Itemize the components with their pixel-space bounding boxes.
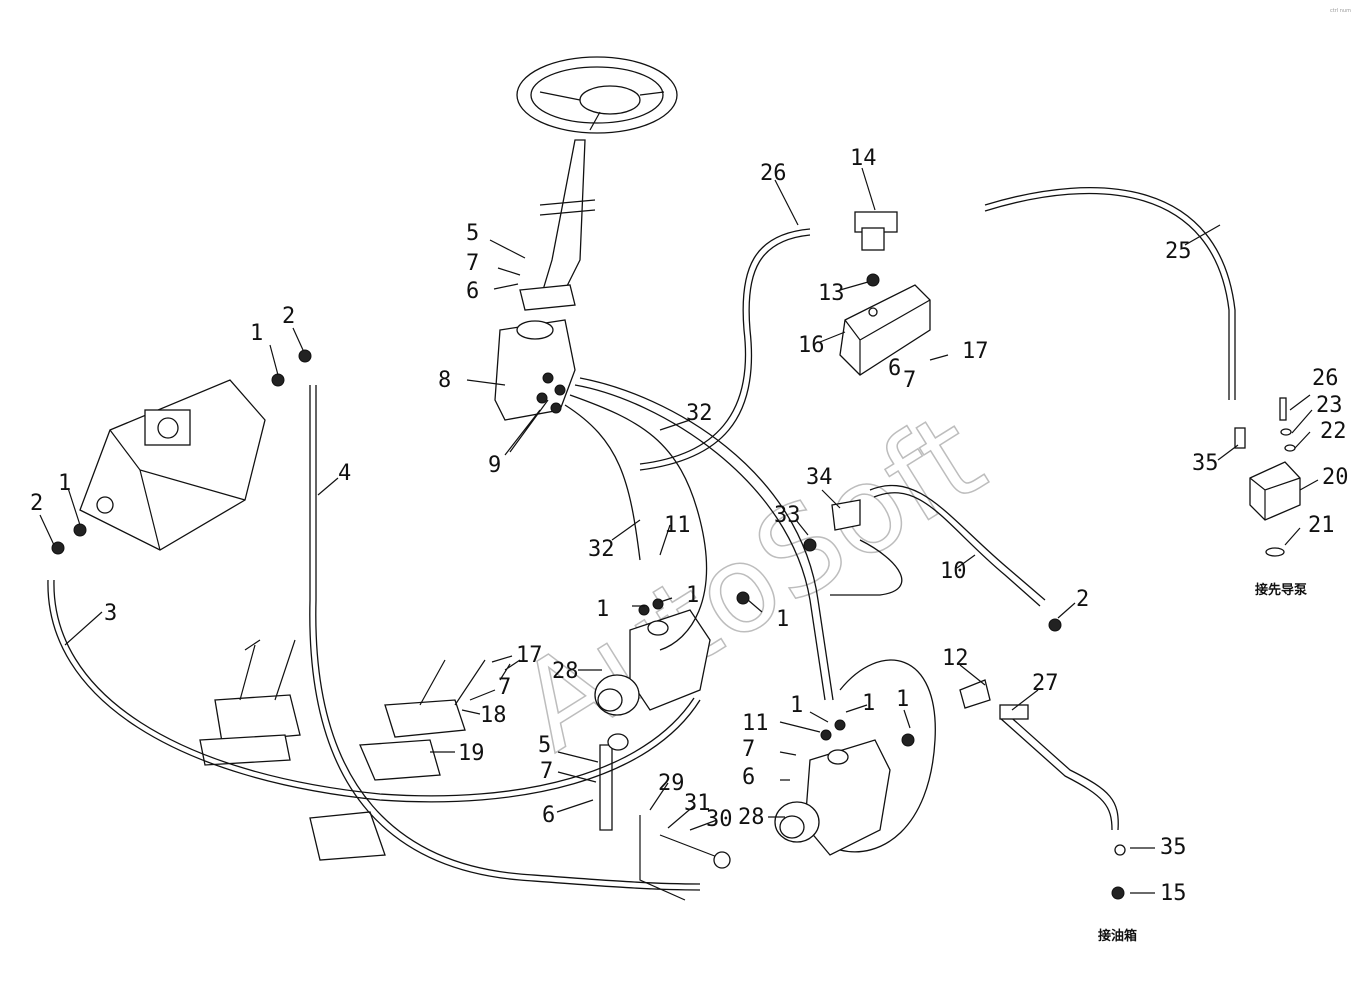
label-6-valve: 6 — [888, 356, 901, 381]
label-29: 29 — [658, 771, 685, 796]
note-oil-tank: 接油箱 — [1098, 928, 1137, 944]
label-32-lower: 32 — [588, 537, 615, 562]
label-7-lever: 7 — [540, 759, 553, 784]
label-21: 21 — [1308, 513, 1335, 538]
label-11-hose: 11 — [664, 513, 691, 538]
lever-29-30 — [599, 733, 731, 901]
label-2-right: 2 — [1076, 587, 1089, 612]
label-13: 13 — [818, 281, 845, 306]
label-26-top: 26 — [760, 161, 787, 186]
priority-valve-16 — [839, 284, 931, 376]
label-22: 22 — [1320, 419, 1347, 444]
steering-column — [519, 139, 596, 311]
tee-14 — [854, 211, 898, 287]
label-1-upper-left: 1 — [596, 597, 609, 622]
label-28-lower: 28 — [738, 805, 765, 830]
label-1-lower-right: 1 — [896, 687, 909, 712]
label-7-top: 7 — [466, 251, 479, 276]
note-pilot-pump: 接先导泵 — [1255, 582, 1307, 598]
label-1-lower-left: 1 — [790, 693, 803, 718]
label-25: 25 — [1165, 239, 1192, 264]
label-4: 4 — [338, 461, 351, 486]
pedal-left — [199, 639, 301, 766]
label-1-mid: 1 — [776, 607, 789, 632]
label-33: 33 — [774, 503, 801, 528]
label-17-right: 17 — [962, 339, 989, 364]
label-3: 3 — [104, 601, 117, 626]
label-1-lower-mid: 1 — [862, 691, 875, 716]
brake-valve-28-lower — [774, 719, 891, 856]
control-valve — [79, 379, 266, 551]
label-35-lower: 35 — [1160, 835, 1187, 860]
label-8: 8 — [438, 368, 451, 393]
label-1-upper-right: 1 — [686, 583, 699, 608]
label-7-valve: 7 — [903, 368, 916, 393]
label-27: 27 — [1032, 671, 1059, 696]
label-2-valve-top: 2 — [282, 304, 295, 329]
label-23: 23 — [1316, 393, 1343, 418]
brake-valve-28-upper — [594, 598, 711, 716]
label-32-upper: 32 — [686, 401, 713, 426]
label-28-upper: 28 — [552, 659, 579, 684]
label-14: 14 — [850, 146, 877, 171]
label-7-pedal: 7 — [498, 675, 511, 700]
label-26-right: 26 — [1312, 366, 1339, 391]
label-9: 9 — [488, 453, 501, 478]
callout-labels: 5 7 6 8 9 1 2 2 1 3 4 26 14 25 13 16 6 7… — [30, 146, 1349, 944]
label-19: 19 — [458, 741, 485, 766]
label-5-top: 5 — [466, 221, 479, 246]
pilot-block-20 — [1234, 397, 1301, 557]
leader-lines — [39, 167, 1319, 894]
label-16: 16 — [798, 333, 825, 358]
label-34: 34 — [806, 465, 833, 490]
label-1-left: 1 — [58, 471, 71, 496]
label-7-lower: 7 — [742, 737, 755, 762]
hoses — [47, 187, 1236, 891]
label-2-left: 2 — [30, 491, 43, 516]
label-6-lever: 6 — [542, 803, 555, 828]
label-11-lower: 11 — [742, 711, 769, 736]
label-30: 30 — [706, 807, 733, 832]
label-35-right: 35 — [1192, 451, 1219, 476]
label-12: 12 — [942, 646, 969, 671]
steering-unit-8 — [494, 319, 576, 421]
label-6-lower: 6 — [742, 765, 755, 790]
steering-wheel — [516, 56, 678, 134]
label-10: 10 — [940, 559, 967, 584]
label-6-top: 6 — [466, 279, 479, 304]
label-17-left: 17 — [516, 643, 543, 668]
label-20: 20 — [1322, 465, 1349, 490]
label-15: 15 — [1160, 881, 1187, 906]
pedal-right-18-19 — [309, 659, 486, 861]
label-18: 18 — [480, 703, 507, 728]
label-5-lever: 5 — [538, 733, 551, 758]
label-31: 31 — [684, 791, 711, 816]
label-1-valve-top: 1 — [250, 321, 263, 346]
corner-text: ctrl num — [1330, 8, 1351, 14]
